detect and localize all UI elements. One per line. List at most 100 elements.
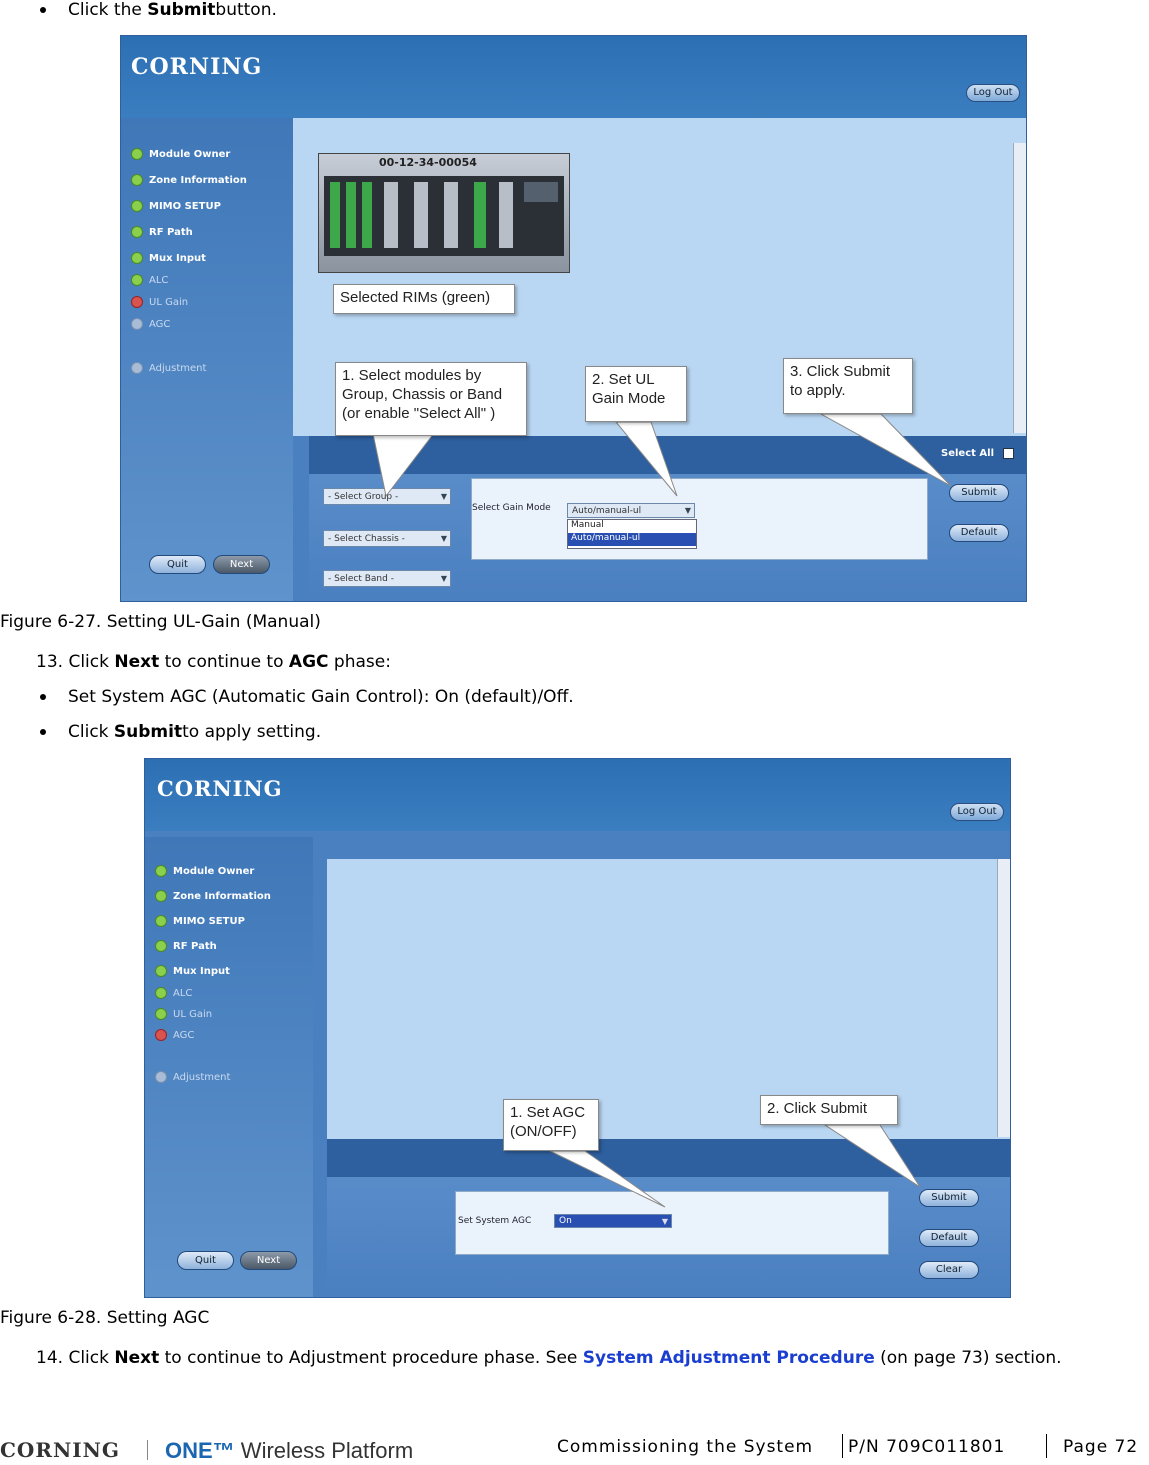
status-icon [131, 274, 143, 286]
submit-button[interactable]: Submit [949, 484, 1009, 502]
select-all-label: Select All [941, 448, 994, 459]
submit-button[interactable]: Submit [919, 1189, 979, 1207]
next-button[interactable]: Next [240, 1251, 297, 1270]
rim-module-green[interactable] [330, 182, 340, 248]
sidebar: Module Owner Zone Information MIMO SETUP… [121, 118, 293, 601]
module-slot[interactable] [414, 182, 428, 248]
sidebar-item-module-owner[interactable]: Module Owner [131, 148, 230, 160]
chevron-down-icon: ▼ [661, 1216, 668, 1226]
logout-button[interactable]: Log Out [966, 84, 1020, 102]
step-14: 14. Click Next to continue to Adjustment… [36, 1348, 1062, 1368]
app-header: CORNING Log Out [121, 36, 1026, 118]
sidebar-item-rf-path[interactable]: RF Path [131, 226, 193, 238]
sidebar-item-mimo-setup[interactable]: MIMO SETUP [155, 915, 245, 927]
bullet-click-submit: Click the Submit button. [40, 0, 277, 20]
sidebar-item-mux-input[interactable]: Mux Input [155, 965, 230, 977]
bullet-set-agc: Set System AGC (Automatic Gain Control):… [40, 687, 574, 707]
scrollbar[interactable] [1013, 143, 1026, 433]
brand-logo: CORNING [131, 54, 263, 80]
callout-click-submit: 2. Click Submit [760, 1095, 898, 1125]
figure-agc-screenshot: CORNING Log Out Module Owner Zone Inform… [144, 758, 1011, 1298]
system-adjustment-link[interactable]: System Adjustment Procedure [582, 1348, 875, 1368]
sidebar-item-adjustment[interactable]: Adjustment [155, 1071, 230, 1083]
status-icon [131, 148, 143, 160]
chassis-id-label: 00-12-34-00054 [379, 156, 477, 169]
status-icon [155, 1071, 167, 1083]
footer-logo-divider [147, 1440, 148, 1460]
scrollbar[interactable] [997, 859, 1010, 1137]
status-icon [155, 865, 167, 877]
callout-set-agc: 1. Set AGC (ON/OFF) [503, 1099, 599, 1151]
sidebar-item-agc[interactable]: AGC [131, 318, 170, 330]
status-icon [155, 940, 167, 952]
bullet-dot [40, 694, 46, 700]
sidebar-item-alc[interactable]: ALC [155, 987, 192, 999]
footer-corning-logo: CORNING [0, 1438, 120, 1462]
sidebar-item-rf-path[interactable]: RF Path [155, 940, 217, 952]
next-button[interactable]: Next [213, 555, 270, 574]
clear-button[interactable]: Clear [919, 1261, 979, 1279]
bullet-dot [40, 729, 46, 735]
default-button[interactable]: Default [919, 1229, 979, 1247]
brand-logo: CORNING [157, 776, 283, 801]
select-band-dropdown[interactable]: - Select Band -▼ [323, 570, 451, 587]
agc-label: Set System AGC [458, 1216, 532, 1226]
agc-dropdown[interactable]: On▼ [554, 1214, 672, 1228]
option-manual[interactable]: Manual [571, 520, 604, 530]
app-header: CORNING Log Out [145, 759, 1010, 831]
status-icon [155, 1029, 167, 1041]
figure-ul-gain-screenshot: CORNING Log Out Module Owner Zone Inform… [120, 35, 1027, 602]
select-chassis-dropdown[interactable]: - Select Chassis -▼ [323, 530, 451, 547]
sidebar-item-zone-information[interactable]: Zone Information [155, 890, 271, 902]
sidebar-item-mimo-setup[interactable]: MIMO SETUP [131, 200, 221, 212]
callout-click-submit: 3. Click Submit to apply. [783, 358, 913, 414]
sidebar-item-ul-gain[interactable]: UL Gain [131, 296, 188, 308]
footer-part-number: P/N 709C011801 [848, 1437, 1006, 1457]
footer-section: Commissioning the System [557, 1437, 814, 1457]
module-slot[interactable] [384, 182, 398, 248]
logout-button[interactable]: Log Out [950, 803, 1004, 821]
chevron-down-icon: ▼ [440, 492, 447, 501]
gain-mode-label: Select Gain Mode [472, 503, 551, 513]
quit-button[interactable]: Quit [177, 1251, 234, 1270]
sidebar-item-alc[interactable]: ALC [131, 274, 168, 286]
port-panel [524, 182, 558, 202]
footer-divider [1046, 1434, 1047, 1458]
sidebar-item-zone-information[interactable]: Zone Information [131, 174, 247, 186]
view-area [327, 859, 1010, 1139]
module-slot[interactable] [444, 182, 458, 248]
callout-selected-rims: Selected RIMs (green) [333, 284, 515, 314]
rim-module-green[interactable] [474, 182, 486, 248]
status-icon [131, 362, 143, 374]
default-button[interactable]: Default [949, 524, 1009, 542]
sidebar-item-agc[interactable]: AGC [155, 1029, 194, 1041]
status-icon [131, 226, 143, 238]
footer-divider [842, 1434, 843, 1458]
chevron-down-icon: ▼ [684, 506, 691, 515]
option-auto-manual[interactable]: Auto/manual-ul [568, 533, 696, 546]
status-icon [131, 296, 143, 308]
chevron-down-icon: ▼ [440, 534, 447, 543]
figure-6-27-caption: Figure 6-27. Setting UL-Gain (Manual) [0, 612, 321, 632]
gain-mode-dropdown[interactable]: Auto/manual-ul▼ [567, 503, 695, 518]
status-icon [131, 252, 143, 264]
chassis-image: 00-12-34-00054 [318, 153, 570, 273]
control-panel: Select All - Select Group -▼ - Select Ch… [309, 436, 1026, 601]
status-icon [155, 965, 167, 977]
sidebar-item-module-owner[interactable]: Module Owner [155, 865, 254, 877]
status-icon [155, 1008, 167, 1020]
quit-button[interactable]: Quit [149, 555, 206, 574]
bullet-dot [40, 7, 46, 13]
rim-module-green[interactable] [362, 182, 372, 248]
select-all-checkbox[interactable] [1003, 448, 1014, 459]
callout-select-modules: 1. Select modules by Group, Chassis or B… [335, 362, 527, 436]
rim-module-green[interactable] [346, 182, 356, 248]
chevron-down-icon: ▼ [440, 574, 447, 583]
callout-pointers [370, 413, 952, 498]
sidebar-item-mux-input[interactable]: Mux Input [131, 252, 206, 264]
sidebar-item-adjustment[interactable]: Adjustment [131, 362, 206, 374]
sidebar-item-ul-gain[interactable]: UL Gain [155, 1008, 212, 1020]
module-slot[interactable] [499, 182, 513, 248]
status-icon [131, 200, 143, 212]
status-icon [155, 890, 167, 902]
